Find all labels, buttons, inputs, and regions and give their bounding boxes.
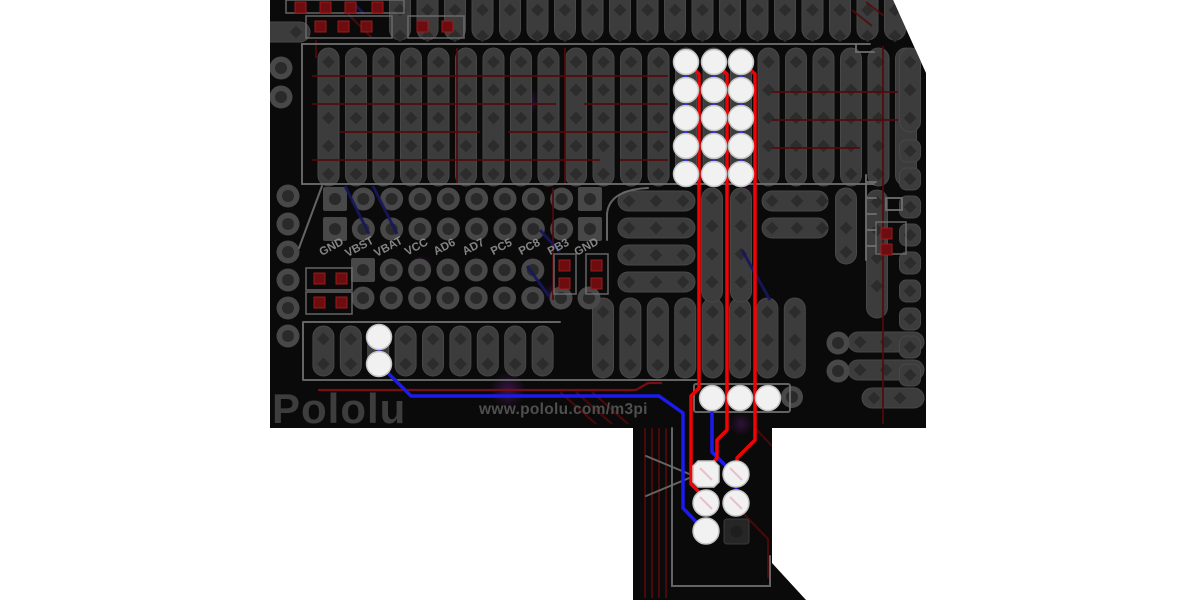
- free-drill-hole: [700, 104, 728, 132]
- free-drill-hole: [672, 104, 700, 132]
- smd-pad: [558, 277, 571, 290]
- free-drill-hole: [754, 384, 782, 412]
- free-drill-hole: [672, 76, 700, 104]
- component-outline: [407, 15, 465, 39]
- smd-pad: [590, 277, 603, 290]
- component-outline: [305, 15, 393, 39]
- drill-holes-layer: [365, 48, 782, 545]
- free-drill-hole: [727, 132, 755, 160]
- slot-pad: [701, 187, 723, 303]
- smd-components-layer: [285, 0, 907, 315]
- smd-pad: [590, 259, 603, 272]
- smd-pad: [313, 296, 326, 309]
- board-url-text: www.pololu.com/m3pi: [478, 401, 648, 418]
- free-drill-hole: [700, 132, 728, 160]
- free-drill-hole: [727, 160, 755, 188]
- free-drill-hole: [700, 76, 728, 104]
- component-outline: [305, 291, 353, 315]
- smd-pad: [441, 20, 454, 33]
- smd-pad: [335, 296, 348, 309]
- smd-pad: [371, 1, 384, 14]
- smd-pad: [344, 1, 357, 14]
- free-drill-hole: [672, 160, 700, 188]
- smd-pad: [294, 1, 307, 14]
- smd-pad: [880, 243, 893, 256]
- free-drill-hole: [726, 384, 754, 412]
- smd-pad: [337, 20, 350, 33]
- smd-pad: [314, 20, 327, 33]
- smd-pad: [416, 20, 429, 33]
- free-drill-hole: [365, 323, 393, 351]
- free-drill-hole: [700, 160, 728, 188]
- brand-logo-text: Pololu: [272, 385, 406, 432]
- component-outline: [585, 253, 609, 295]
- smd-pad: [880, 227, 893, 240]
- smd-pad: [319, 1, 332, 14]
- free-drill-hole: [727, 104, 755, 132]
- smd-pad: [313, 272, 326, 285]
- free-drill-hole: [727, 48, 755, 76]
- free-drill-hole: [672, 48, 700, 76]
- slot-pad: [730, 187, 752, 303]
- smd-pad: [335, 272, 348, 285]
- free-drill-hole: [727, 76, 755, 104]
- free-drill-hole: [365, 350, 393, 378]
- slot-pad: [861, 387, 925, 409]
- free-drill-hole: [698, 384, 726, 412]
- slot-pad: [270, 21, 311, 43]
- smd-pad: [558, 259, 571, 272]
- component-outline: [305, 267, 353, 291]
- component-outline: [553, 253, 577, 295]
- smd-pad: [360, 20, 373, 33]
- free-drill-hole: [700, 48, 728, 76]
- free-drill-hole: [672, 132, 700, 160]
